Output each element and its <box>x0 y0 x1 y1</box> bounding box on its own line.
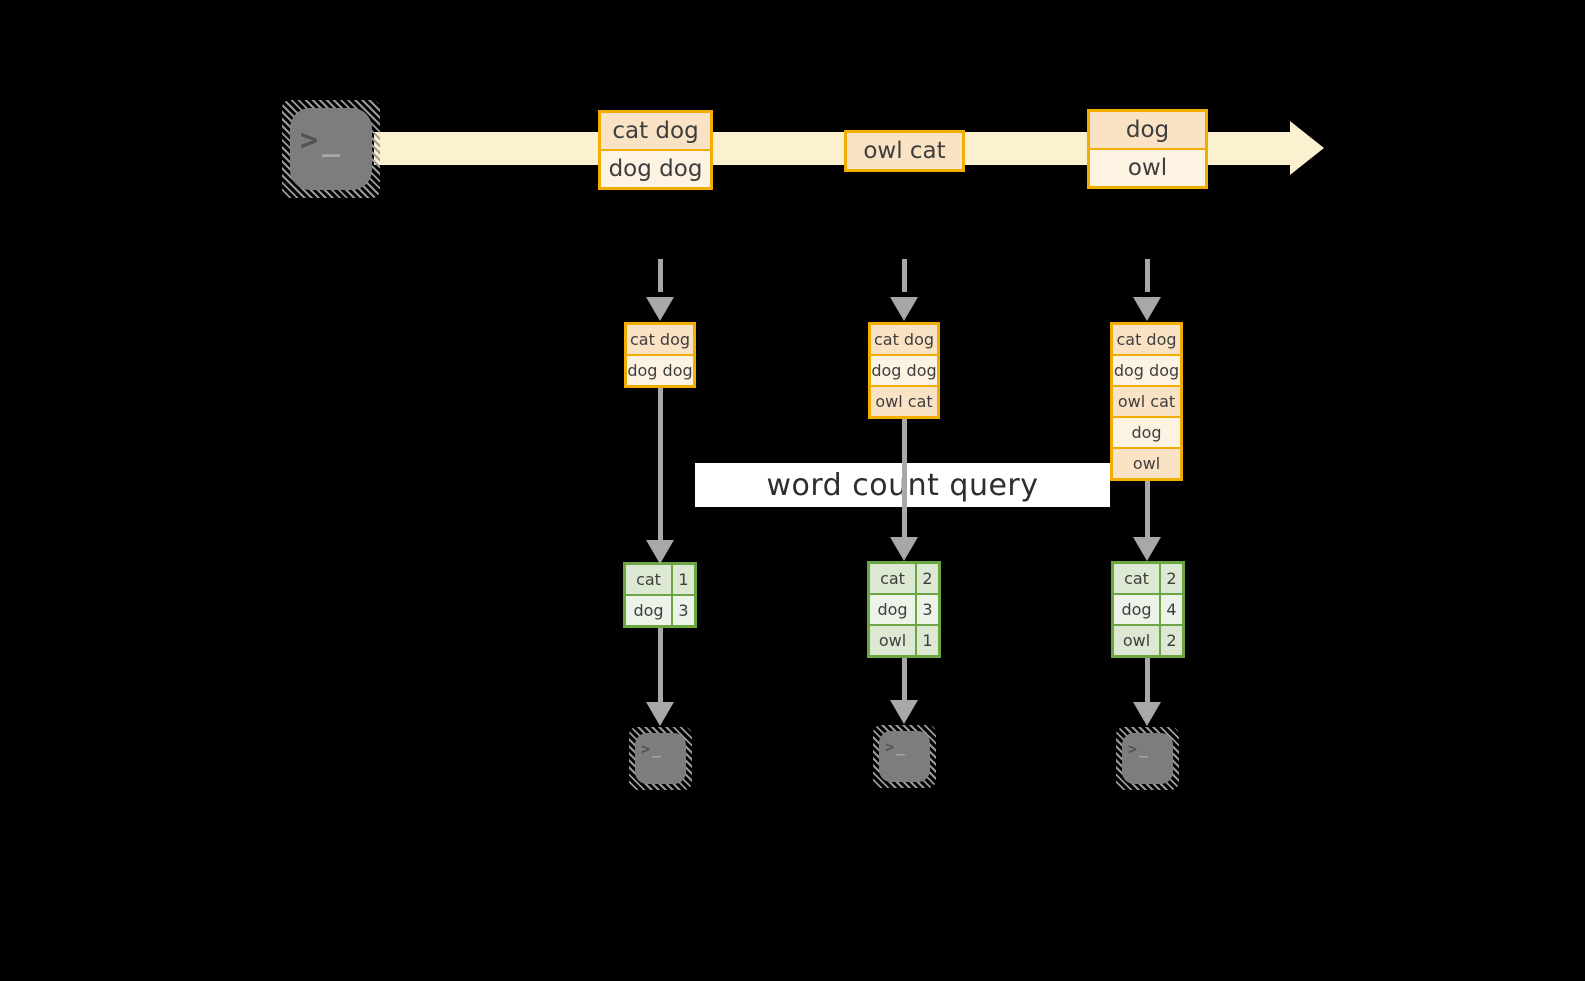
stream-timeline-arrowhead-icon <box>1290 121 1324 175</box>
output-arrow-line <box>902 658 907 700</box>
microbatch-arrow-dash <box>658 259 663 292</box>
stream-batch-1: cat dog dog dog <box>598 110 713 190</box>
microbatch-arrowhead-icon <box>646 297 674 321</box>
word-cell: dog <box>626 596 671 625</box>
count-cell: 2 <box>1161 626 1182 655</box>
state-line: dog <box>1113 418 1180 447</box>
batch-line: dog dog <box>601 151 710 187</box>
terminal-body <box>1122 733 1173 784</box>
query-arrow-line <box>902 419 907 537</box>
prompt-cursor: _ <box>652 740 664 758</box>
terminal-prompt-icon: >_ <box>641 742 663 757</box>
output-arrow-line <box>658 628 663 702</box>
terminal-output-icon: >_ <box>1116 727 1179 790</box>
terminal-source-icon: >_ <box>282 100 380 198</box>
batch-line: dog <box>1090 112 1205 148</box>
count-cell: 2 <box>1161 564 1182 593</box>
query-arrowhead-icon <box>646 540 674 564</box>
terminal-prompt-icon: >_ <box>1128 742 1150 757</box>
prompt-cursor: _ <box>896 738 908 756</box>
state-line: cat dog <box>1113 325 1180 354</box>
query-arrowhead-icon <box>890 537 918 561</box>
microbatch-arrowhead-icon <box>890 297 918 321</box>
state-line: cat dog <box>871 325 937 354</box>
microbatch-arrow-dash <box>1145 259 1150 292</box>
prompt-chevron: > <box>300 123 323 158</box>
word-cell: cat <box>870 564 915 593</box>
count-table-1: cat 1 dog 3 <box>623 562 697 628</box>
query-arrow-line <box>1145 481 1150 537</box>
count-table-2: cat 2 dog 3 owl 1 <box>867 561 941 658</box>
state-line: dog dog <box>627 356 693 385</box>
output-arrowhead-icon <box>646 702 674 726</box>
query-arrowhead-icon <box>1133 537 1161 561</box>
output-arrowhead-icon <box>1133 702 1161 726</box>
terminal-body <box>879 731 930 782</box>
terminal-body <box>635 733 686 784</box>
terminal-output-icon: >_ <box>873 725 936 788</box>
prompt-chevron: > <box>641 740 653 758</box>
batch-line: owl cat <box>847 133 962 169</box>
word-cell: owl <box>870 626 915 655</box>
word-cell: dog <box>1114 595 1159 624</box>
terminal-prompt-icon: >_ <box>300 126 344 156</box>
word-cell: owl <box>1114 626 1159 655</box>
count-table-3: cat 2 dog 4 owl 2 <box>1111 561 1185 658</box>
prompt-chevron: > <box>885 738 897 756</box>
count-cell: 3 <box>673 596 694 625</box>
count-cell: 2 <box>917 564 938 593</box>
count-cell: 1 <box>673 565 694 594</box>
stream-batch-2: owl cat <box>844 130 965 172</box>
state-box-2: cat dog dog dog owl cat <box>868 322 940 419</box>
output-arrow-line <box>1145 658 1150 702</box>
prompt-cursor: _ <box>322 123 345 158</box>
prompt-cursor: _ <box>1139 740 1151 758</box>
state-line: owl cat <box>1113 387 1180 416</box>
count-cell: 4 <box>1161 595 1182 624</box>
microbatch-arrowhead-icon <box>1133 297 1161 321</box>
stream-batch-3: dog owl <box>1087 109 1208 189</box>
query-arrow-line <box>658 388 663 540</box>
terminal-output-icon: >_ <box>629 727 692 790</box>
batch-line: owl <box>1090 150 1205 186</box>
state-line: owl cat <box>871 387 937 416</box>
word-cell: cat <box>626 565 671 594</box>
state-box-1: cat dog dog dog <box>624 322 696 388</box>
count-cell: 3 <box>917 595 938 624</box>
terminal-prompt-icon: >_ <box>885 740 907 755</box>
prompt-chevron: > <box>1128 740 1140 758</box>
state-line: dog dog <box>871 356 937 385</box>
state-line: dog dog <box>1113 356 1180 385</box>
terminal-body <box>290 108 372 190</box>
word-cell: cat <box>1114 564 1159 593</box>
state-box-3: cat dog dog dog owl cat dog owl <box>1110 322 1183 481</box>
word-cell: dog <box>870 595 915 624</box>
count-cell: 1 <box>917 626 938 655</box>
state-line: owl <box>1113 449 1180 478</box>
batch-line: cat dog <box>601 113 710 149</box>
microbatch-arrow-dash <box>902 259 907 292</box>
output-arrowhead-icon <box>890 700 918 724</box>
state-line: cat dog <box>627 325 693 354</box>
